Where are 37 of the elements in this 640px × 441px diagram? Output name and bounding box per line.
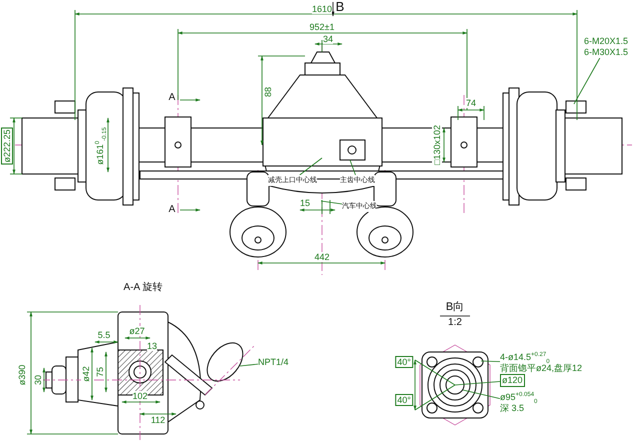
section-marker: A (168, 93, 176, 103)
view-title: B向 (446, 302, 464, 312)
section-marker: A (168, 205, 176, 215)
dimension-value: ø27 (129, 326, 145, 336)
leader-line (480, 360, 500, 362)
angle-value: 40° (395, 394, 413, 406)
dimension-value: ø42 (81, 366, 91, 382)
dimension-value: ø390 (17, 364, 27, 386)
angle-value: 40° (395, 356, 413, 368)
dimension-value: 75 (95, 367, 105, 377)
thread-note: NPT1/4 (258, 357, 289, 368)
dimension-value: 1610 (312, 4, 332, 14)
dimension-value: 30 (33, 375, 43, 385)
dimension-value: 112 (150, 415, 166, 425)
dimension-value: ø222.25 (1, 127, 13, 165)
leader-line (240, 364, 258, 366)
dimension-value: 88 (263, 87, 273, 97)
leader-line (574, 58, 600, 104)
thread-note: 6-M20X1.5 6-M30X1.5 (584, 36, 628, 58)
dimension-value: □130x102 (432, 125, 442, 165)
leader-line (454, 381, 500, 386)
scale-label: 1:2 (448, 318, 462, 328)
dimension-value: 13 (147, 341, 157, 351)
dimension-value: 15 (300, 198, 310, 208)
diameter-note: ø120 (500, 374, 525, 387)
dimension-value: 74 (466, 98, 476, 108)
dimension-value: 952±1 (310, 22, 334, 32)
leader-line (350, 160, 356, 176)
leader-line (320, 200, 342, 204)
leader-line (462, 390, 500, 400)
dimension-value: 102 (132, 391, 148, 401)
view-marker: B (336, 2, 344, 12)
dimension-value: 5.5 (98, 330, 110, 340)
dimension-value: 442 (314, 252, 330, 262)
dimension-value: 34 (323, 34, 333, 44)
leader-line (299, 158, 322, 176)
view-title: A-A 旋转 (124, 283, 162, 293)
